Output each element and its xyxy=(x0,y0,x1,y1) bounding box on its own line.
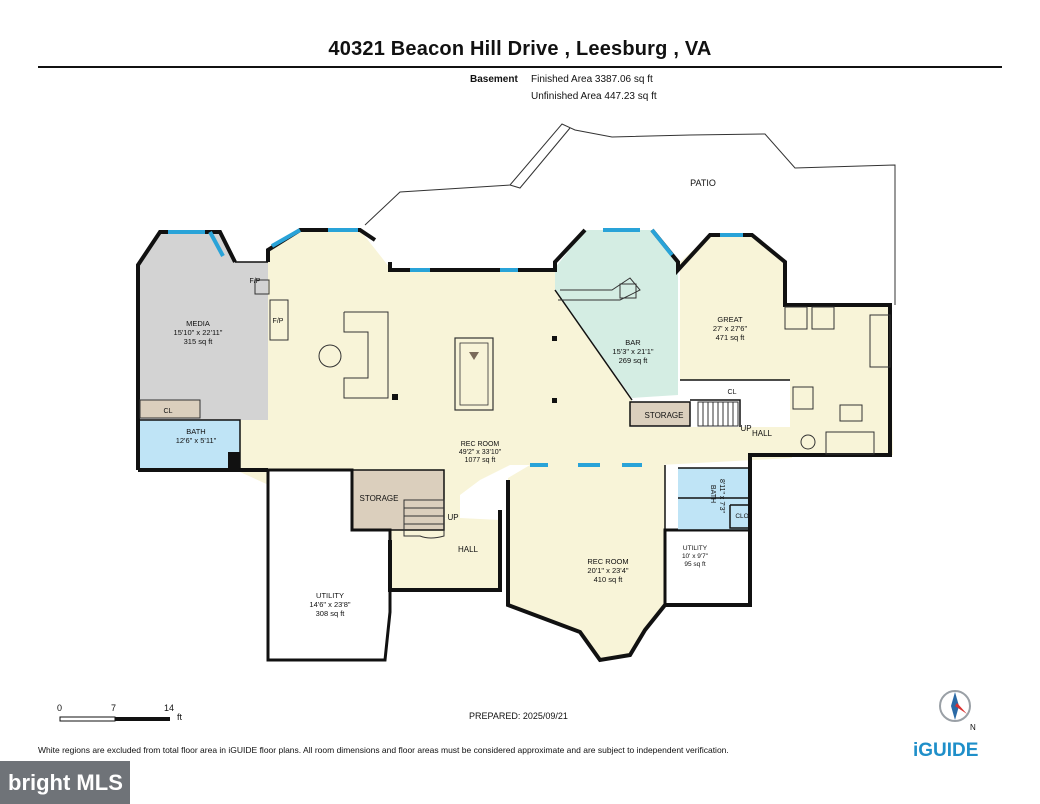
great-area: 471 sq ft xyxy=(716,333,746,342)
scale-label-7: 7 xyxy=(111,703,117,713)
cl2-label: CL xyxy=(728,389,737,396)
bar-name: BAR xyxy=(625,338,641,347)
scale-unit: ft xyxy=(177,712,183,722)
bath1-dims: 12'6" x 5'11" xyxy=(176,436,217,445)
plan-title: 40321 Beacon Hill Drive , Leesburg , VA xyxy=(328,38,712,60)
stairs-upper xyxy=(697,401,739,427)
up1-label: UP xyxy=(740,424,751,433)
compass-icon: N xyxy=(939,690,976,732)
utility1-dims: 14'6" x 23'8" xyxy=(309,600,350,609)
bath2-dims: 8'11" x 7'3" xyxy=(718,479,725,513)
rec1-name: REC ROOM xyxy=(461,441,500,448)
clo-label: CLO xyxy=(735,513,748,520)
finished-area: Finished Area 3387.06 sq ft xyxy=(531,74,653,85)
bath2-name: BATH xyxy=(709,485,716,503)
scale-bar xyxy=(59,716,170,722)
stairs-lower xyxy=(403,499,445,539)
prepared-date: PREPARED: 2025/09/21 xyxy=(469,711,568,721)
rec1-area: 1077 sq ft xyxy=(465,457,496,464)
disclaimer-text: White regions are excluded from total fl… xyxy=(38,745,729,755)
bar-room-floor xyxy=(555,230,678,398)
pool-table xyxy=(454,337,494,411)
bright-mls-logo: bright MLS xyxy=(0,761,130,804)
hall2-label: HALL xyxy=(458,545,479,554)
bar-counter xyxy=(558,277,641,301)
sofa xyxy=(343,311,389,399)
rec2-dims: 20'1" x 23'4" xyxy=(587,566,628,575)
rec2-area: 410 sq ft xyxy=(594,575,624,584)
storage2-name: STORAGE xyxy=(360,494,399,503)
media-area: 315 sq ft xyxy=(184,337,214,346)
media-room-floor xyxy=(138,232,268,420)
cl1-label: CL xyxy=(164,408,173,415)
media-name: MEDIA xyxy=(186,319,210,328)
great-dims: 27' x 27'6" xyxy=(713,324,748,333)
fireplace-media xyxy=(254,279,270,295)
compass-letter: N xyxy=(970,723,976,732)
rec2-name: REC ROOM xyxy=(587,557,628,566)
scale-label-0: 0 xyxy=(57,703,63,713)
great-room-furniture xyxy=(784,306,891,455)
title-rule xyxy=(38,66,1002,68)
fp1-label: F/P xyxy=(250,278,261,285)
up2-label: UP xyxy=(447,513,458,522)
level-label: Basement xyxy=(470,74,518,85)
storage1-floor xyxy=(629,401,691,427)
utility2-name: UTILITY xyxy=(683,545,708,552)
utility2-floor xyxy=(663,528,752,607)
great-name: GREAT xyxy=(717,315,743,324)
windows xyxy=(168,228,743,467)
media-dims: 15'10" x 22'11" xyxy=(174,328,223,337)
bath1-name: BATH xyxy=(186,427,205,436)
round-table xyxy=(318,344,342,368)
scale-label-14: 14 xyxy=(164,703,175,713)
bath2-floor xyxy=(678,468,750,530)
utility1-name: UTILITY xyxy=(316,591,344,600)
rec1-dims: 49'2" x 33'10" xyxy=(459,449,502,456)
great-room-floor xyxy=(680,235,893,455)
storage1-name: STORAGE xyxy=(645,411,684,420)
bar-area: 269 sq ft xyxy=(619,356,649,365)
utility1-area: 308 sq ft xyxy=(316,609,346,618)
bar-dims: 15'3" x 21'1" xyxy=(612,347,653,356)
patio-stair xyxy=(509,127,571,189)
interior-walls xyxy=(138,261,790,605)
patio-outline xyxy=(364,123,896,305)
utility2-area: 95 sq ft xyxy=(684,561,706,568)
utility2-dims: 10' x 9'7" xyxy=(682,553,709,560)
closet-media xyxy=(139,399,201,419)
rec-room-main-floor xyxy=(240,230,792,540)
room-labels: PATIO MEDIA 15'10" x 22'11" 315 sq ft BA… xyxy=(164,178,773,618)
iguide-logo: iGUIDE xyxy=(913,740,979,761)
fp2-label: F/P xyxy=(273,318,284,325)
patio-name: PATIO xyxy=(690,178,716,188)
unfinished-area: Unfinished Area 447.23 sq ft xyxy=(531,91,657,102)
hall1-label: HALL xyxy=(752,429,773,438)
bath1-floor xyxy=(138,420,240,470)
fireplace-rec xyxy=(269,299,289,341)
columns xyxy=(228,336,557,468)
rec-room-2-floor xyxy=(508,465,665,660)
